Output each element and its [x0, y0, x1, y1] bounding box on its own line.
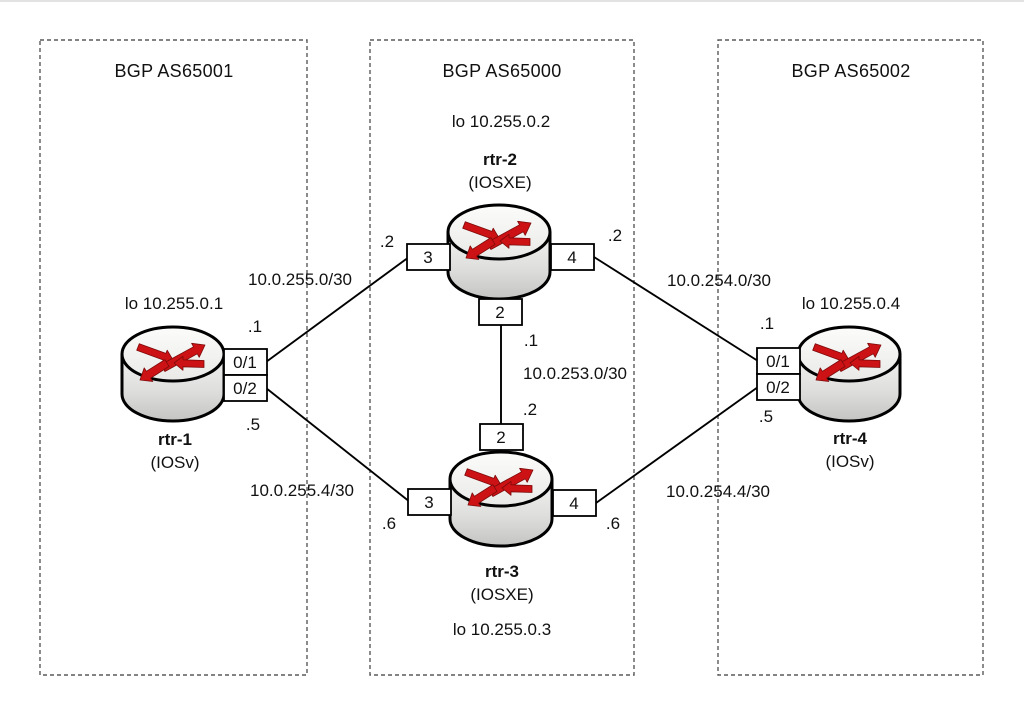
ip-label: .5	[246, 415, 260, 434]
router-platform-rtr-3: (IOSXE)	[470, 585, 533, 604]
router-name-rtr-2: rtr-2	[483, 150, 517, 169]
port-label: 3	[424, 493, 433, 512]
port-label: 0/1	[766, 352, 790, 371]
ip-label: .2	[523, 400, 537, 419]
subnet-label: 10.0.253.0/30	[523, 364, 627, 383]
router-icon-rtr-1	[120, 325, 226, 423]
port-group-rtr-4: 0/1 0/2	[756, 347, 801, 401]
port-box	[552, 489, 597, 517]
router-icon-rtr-4	[796, 325, 902, 423]
ip-label: .2	[380, 232, 394, 251]
as-box-65002	[717, 39, 984, 676]
as-box-label: BGP AS65001	[114, 61, 233, 81]
port-label: 0/2	[766, 378, 790, 397]
as-box-65000	[369, 39, 635, 676]
port-label: 3	[423, 248, 432, 267]
port-box	[406, 243, 451, 271]
router-platform-rtr-2: (IOSXE)	[468, 173, 531, 192]
port-label: 4	[569, 494, 578, 513]
link-line-rtr1-rtr3	[265, 387, 411, 503]
subnet-label: 10.0.255.4/30	[250, 481, 354, 500]
loopback-label-rtr-3: lo 10.255.0.3	[453, 620, 551, 639]
router-icon-rtr-3	[448, 450, 554, 548]
router-platform-rtr-4: (IOSv)	[825, 452, 874, 471]
port-box	[223, 374, 268, 402]
port-box	[478, 298, 523, 326]
port-group-rtr-3: 2 3 4	[407, 423, 597, 517]
ip-label: .6	[606, 514, 620, 533]
port-label: 0/2	[233, 379, 257, 398]
ip-label: .1	[760, 314, 774, 333]
ip-label: .2	[608, 226, 622, 245]
port-label: 4	[567, 248, 576, 267]
port-group-rtr-1: 0/1 0/2	[223, 348, 268, 402]
as-box-label: BGP AS65002	[791, 61, 910, 81]
link-line-rtr2-rtr4	[593, 256, 759, 362]
router-name-rtr-1: rtr-1	[158, 430, 192, 449]
subnet-label: 10.0.254.0/30	[667, 271, 771, 290]
port-box	[756, 373, 801, 401]
ip-label: .5	[759, 407, 773, 426]
link-line-rtr3-rtr4	[595, 386, 759, 504]
loopback-label-rtr-2: lo 10.255.0.2	[452, 112, 550, 131]
loopback-label-rtr-1: lo 10.255.0.1	[125, 294, 223, 313]
subnet-label: 10.0.254.4/30	[666, 482, 770, 501]
port-label: 0/1	[233, 353, 257, 372]
router-icon-rtr-2	[446, 203, 552, 301]
as-box-label: BGP AS65000	[442, 61, 561, 81]
ip-label: .1	[248, 317, 262, 336]
port-box	[407, 488, 452, 516]
subnet-label: 10.0.255.0/30	[248, 270, 352, 289]
router-platform-rtr-1: (IOSv)	[150, 453, 199, 472]
loopback-label-rtr-4: lo 10.255.0.4	[802, 294, 900, 313]
port-label: 2	[496, 428, 505, 447]
ip-label: .1	[524, 331, 538, 350]
router-name-rtr-4: rtr-4	[833, 429, 868, 448]
port-group-rtr-2: 3 4 2	[406, 243, 595, 326]
port-box	[479, 423, 524, 451]
port-label: 2	[495, 303, 504, 322]
router-name-rtr-3: rtr-3	[485, 562, 519, 581]
ip-label: .6	[382, 514, 396, 533]
port-box	[550, 243, 595, 271]
link-line-rtr1-rtr2	[265, 256, 410, 363]
as-box-65001	[39, 39, 308, 676]
